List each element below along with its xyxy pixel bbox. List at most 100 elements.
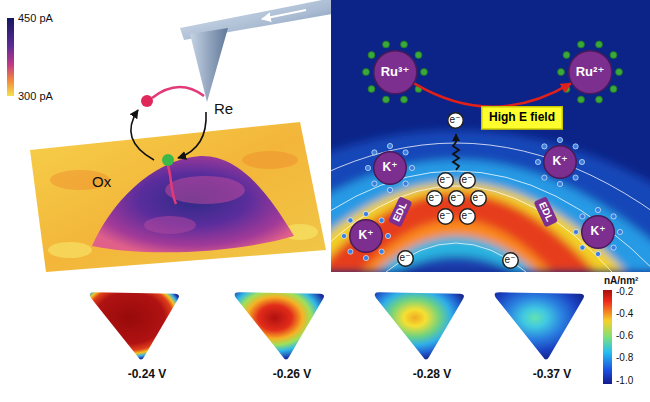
nanoparticle-mound-part bbox=[165, 176, 245, 204]
cation-circle-shape bbox=[544, 146, 577, 179]
ligand-dots bbox=[363, 41, 623, 103]
electron-circle-shape bbox=[502, 252, 518, 268]
ion-circle-shape bbox=[373, 50, 416, 93]
field-map-part-part bbox=[331, 182, 626, 272]
field-box-shape bbox=[482, 107, 563, 129]
potential-label: -0.37 V bbox=[533, 368, 572, 382]
density-colorbar bbox=[603, 290, 612, 384]
current-maps-part bbox=[90, 292, 179, 359]
hydration-dots-part bbox=[403, 150, 408, 155]
sample-surface-part bbox=[48, 242, 92, 258]
electron-circle-shape bbox=[459, 208, 475, 224]
ligand-dots-part bbox=[401, 41, 408, 48]
field-map-part bbox=[331, 143, 650, 272]
cation-circle-text: K⁺ bbox=[591, 225, 606, 239]
electron-circle: e⁻ bbox=[459, 172, 476, 189]
hydration-dots-part bbox=[363, 211, 368, 216]
tunneling-wave-part bbox=[453, 134, 459, 170]
field-box-text: High E field bbox=[489, 111, 555, 125]
hydration-dots-part bbox=[348, 249, 353, 254]
current-maps-part bbox=[495, 292, 584, 359]
field-map-part bbox=[331, 130, 650, 272]
redox-cycle-part bbox=[168, 166, 176, 204]
cation-circle-text: K⁺ bbox=[383, 161, 398, 175]
hydration-dots-part bbox=[573, 229, 578, 234]
reduction-label: Re bbox=[214, 100, 233, 117]
afm-cantilever bbox=[180, 0, 332, 102]
sample-surface-part bbox=[30, 122, 326, 272]
electron-circle-shape bbox=[437, 208, 453, 224]
cation-circle: K⁺ bbox=[373, 151, 407, 185]
electron-circle-text: e⁻ bbox=[473, 192, 484, 204]
current-maps bbox=[90, 292, 584, 359]
ligand-dots-part bbox=[383, 96, 390, 103]
field-map-part-part bbox=[331, 130, 650, 272]
electron-circle: e⁻ bbox=[447, 112, 464, 129]
cation-circle: K⁺ bbox=[543, 145, 577, 179]
ion-circle-text: Ru³⁺ bbox=[381, 65, 410, 80]
electron-circle-text: e⁻ bbox=[451, 192, 462, 204]
sample-surface bbox=[30, 122, 326, 272]
ligand-dots-part bbox=[610, 86, 617, 93]
hydration-dots-part bbox=[535, 159, 540, 164]
electron-circle-shape bbox=[397, 250, 413, 266]
tick-label: -0.2 bbox=[616, 286, 633, 298]
hydration-dots-part bbox=[557, 181, 562, 186]
hydration-dots-part bbox=[542, 144, 547, 149]
hydration-dots-part bbox=[403, 181, 408, 186]
ligand-dots-part bbox=[610, 52, 617, 59]
hydration-dots-part bbox=[542, 175, 547, 180]
hydration-dots-part bbox=[379, 249, 384, 254]
redox-cycle-part bbox=[162, 154, 174, 166]
hydration-dots-part bbox=[595, 251, 600, 256]
hydration-dots-part bbox=[573, 175, 578, 180]
electron-circle-shape bbox=[437, 172, 453, 188]
ligand-dots-part bbox=[578, 96, 585, 103]
electron-circle: e⁻ bbox=[397, 250, 414, 267]
ligand-dots-part bbox=[596, 96, 603, 103]
potential-label: -0.26 V bbox=[273, 368, 312, 382]
electron-circle-text: e⁻ bbox=[400, 252, 411, 264]
oxidation-label: Ox bbox=[92, 173, 111, 190]
sample-surface-part bbox=[242, 151, 298, 169]
hydration-dots-part bbox=[595, 207, 600, 212]
ion-circle-text: Ru²⁺ bbox=[576, 65, 605, 80]
ion-circle-shape bbox=[568, 50, 611, 93]
field-map-part-part bbox=[396, 256, 516, 272]
hydration-dots-part bbox=[341, 233, 346, 238]
hydration-dots-part bbox=[387, 143, 392, 148]
electron-circle: e⁻ bbox=[437, 172, 454, 189]
electron-circle: e⁻ bbox=[459, 208, 476, 225]
cation-circle: K⁺ bbox=[349, 219, 383, 253]
ligand-dots-part bbox=[383, 41, 390, 48]
hydration-dots bbox=[341, 137, 622, 260]
field-map-part-part bbox=[376, 236, 536, 272]
field-map bbox=[331, 0, 650, 272]
hydration-dots-part bbox=[365, 165, 370, 170]
potential-label: -0.28 V bbox=[413, 368, 452, 382]
electron-circle-text: e⁻ bbox=[462, 174, 473, 186]
cation-circle-shape bbox=[374, 152, 407, 185]
current-colorbar-part bbox=[7, 18, 14, 96]
electron-circle-shape bbox=[448, 190, 464, 206]
electron-circle-text: e⁻ bbox=[450, 114, 461, 126]
redox-cycle-part bbox=[131, 110, 154, 160]
field-map-part bbox=[331, 171, 650, 272]
density-colorbar-part bbox=[603, 290, 612, 384]
ligand-dots-part bbox=[368, 86, 375, 93]
tick-label: -0.8 bbox=[616, 352, 633, 364]
ligand-dots-part bbox=[368, 52, 375, 59]
hydration-dots-part bbox=[385, 233, 390, 238]
field-map-part-part bbox=[331, 192, 596, 272]
tick-label: -0.4 bbox=[616, 308, 633, 320]
electron-circle-shape bbox=[426, 190, 442, 206]
nanoparticle-mound-part bbox=[144, 216, 196, 234]
hydration-dots-part bbox=[579, 159, 584, 164]
nanoparticle-mound bbox=[92, 156, 294, 252]
electron-circle: e⁻ bbox=[470, 190, 487, 207]
electron-circle-text: e⁻ bbox=[462, 210, 473, 222]
redox-cycle-part bbox=[141, 95, 153, 107]
